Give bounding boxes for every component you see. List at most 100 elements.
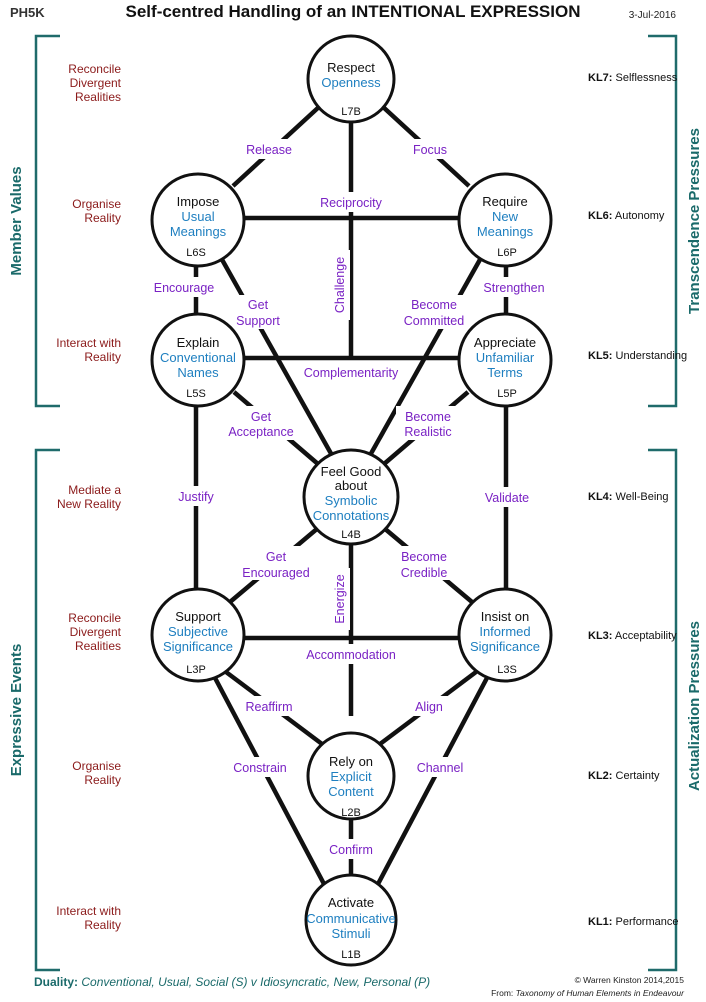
edge-label-justify: Justify (178, 490, 214, 504)
edge-label-constrain: Constrain (233, 761, 287, 775)
node-l5s: Explain Conventional Names L5S (150, 312, 246, 408)
svg-text:L6S: L6S (186, 247, 206, 259)
bracket-lines (34, 34, 678, 972)
svg-text:Explicit: Explicit (330, 769, 372, 784)
svg-text:Insist on: Insist on (481, 609, 529, 624)
level-kl2: KL2: Certainty (588, 770, 660, 782)
svg-text:Content: Content (328, 784, 374, 799)
date-stamp: 3-Jul-2016 (629, 10, 677, 21)
svg-text:Respect: Respect (327, 60, 375, 75)
level-kl7: KL7: Selflessness (588, 72, 678, 84)
edge-label-reciprocity: Reciprocity (320, 196, 383, 210)
svg-text:Unfamiliar: Unfamiliar (476, 350, 535, 365)
level-kl1: KL1: Performance (588, 916, 679, 928)
node-l2b: Rely on Explicit Content L2B (306, 731, 396, 821)
transcendence-pressures-label: Transcendence Pressures (686, 128, 703, 314)
line-get-support (218, 254, 340, 468)
node-l6s: Impose Usual Meanings L6S (150, 172, 246, 268)
duality-note: Duality: Conventional, Usual, Social (S)… (34, 975, 430, 989)
diagram-code: PH5K (10, 5, 45, 20)
edge-label-confirm: Confirm (329, 843, 373, 857)
page-title: Self-centred Handling of an INTENTIONAL … (126, 2, 581, 21)
svg-text:Require: Require (482, 194, 528, 209)
node-l5p: Appreciate Unfamiliar Terms L5P (457, 312, 553, 408)
svg-text:Informed: Informed (479, 624, 530, 639)
actualization-pressures-label: Actualization Pressures (686, 621, 703, 791)
svg-text:L3S: L3S (497, 664, 517, 676)
edge-label-accommodation: Accommodation (306, 648, 396, 662)
svg-text:about: about (335, 478, 368, 493)
edge-label-strengthen: Strengthen (483, 281, 544, 295)
svg-text:Appreciate: Appreciate (474, 335, 536, 350)
expressive-events-label: Expressive Events (8, 644, 25, 777)
node-l7b: Respect Openness L7B (306, 34, 396, 124)
svg-text:New: New (492, 209, 519, 224)
line-become-committed (362, 254, 484, 468)
level-kl6: KL6: Autonomy (588, 210, 665, 222)
left-bracket-upper (34, 34, 60, 408)
edge-label-focus: Focus (413, 143, 447, 157)
level-kl3: KL3: Acceptability (588, 630, 677, 642)
right-bracket-lower (648, 448, 678, 972)
svg-text:Feel Good: Feel Good (321, 464, 382, 479)
node-l1b: Activate Communicative Stimuli L1B (304, 873, 398, 967)
svg-text:L1B: L1B (341, 949, 361, 961)
nodes: Respect Openness L7B Impose Usual Meanin… (150, 34, 553, 967)
svg-text:Significance: Significance (163, 639, 233, 654)
line-channel (376, 674, 490, 886)
svg-text:Openness: Openness (321, 75, 381, 90)
left-bracket-lower (34, 448, 60, 972)
edge-label-release: Release (246, 143, 292, 157)
right-bracket-upper (648, 34, 678, 408)
svg-text:L5S: L5S (186, 388, 206, 400)
edge-label-encourage: Encourage (154, 281, 215, 295)
svg-text:Explain: Explain (177, 335, 220, 350)
copyright: © Warren Kinston 2014,2015 (575, 975, 685, 985)
svg-text:Rely on: Rely on (329, 754, 373, 769)
node-l6p: Require New Meanings L6P (457, 172, 553, 268)
line-constrain (212, 674, 326, 886)
node-l4b: Feel Good about Symbolic Connotations L4… (302, 448, 400, 546)
member-values-label: Member Values (8, 166, 25, 275)
edge-label-energize: Energize (333, 574, 347, 623)
svg-text:Terms: Terms (487, 365, 523, 380)
svg-text:L4B: L4B (341, 529, 361, 541)
edge-label-channel: Channel (417, 761, 464, 775)
svg-text:L3P: L3P (186, 664, 206, 676)
svg-text:L7B: L7B (341, 106, 361, 118)
svg-text:L6P: L6P (497, 247, 517, 259)
svg-text:Support: Support (175, 609, 221, 624)
edge-label-align: Align (415, 700, 443, 714)
edge-label-challenge: Challenge (333, 257, 347, 313)
node-l3p: Support Subjective Significance L3P (150, 587, 246, 683)
svg-text:Impose: Impose (177, 194, 220, 209)
edge-labels: Release Focus Reciprocity Challenge Enco… (148, 139, 552, 859)
svg-text:Stimuli: Stimuli (331, 926, 370, 941)
svg-text:Activate: Activate (328, 895, 374, 910)
svg-text:Names: Names (177, 365, 219, 380)
svg-text:Usual: Usual (181, 209, 214, 224)
svg-text:Meanings: Meanings (477, 224, 534, 239)
level-kl4: KL4: Well-Being (588, 491, 669, 503)
svg-text:Subjective: Subjective (168, 624, 228, 639)
svg-text:Communicative: Communicative (306, 911, 396, 926)
source-note: From: Taxonomy of Human Elements in Ende… (491, 988, 685, 998)
level-labels: KL7: Selflessness KL6: Autonomy KL5: Und… (588, 72, 687, 928)
edge-label-reaffirm: Reaffirm (245, 700, 292, 714)
svg-text:Significance: Significance (470, 639, 540, 654)
